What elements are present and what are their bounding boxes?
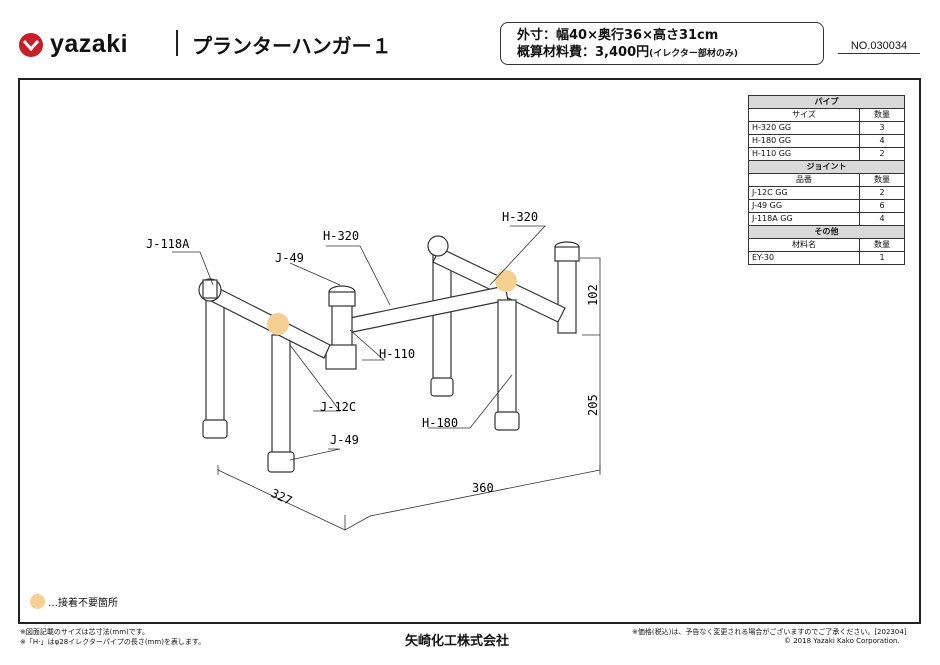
footer-note-size: ※図面記載のサイズは芯寸法(mm)です。 bbox=[20, 628, 150, 636]
glue-free-joint-right bbox=[495, 270, 517, 292]
brand-name: yazaki bbox=[50, 30, 129, 58]
joint-center-bottom bbox=[325, 344, 357, 370]
joint-back-right-top bbox=[554, 246, 580, 262]
label-h320-left: H-320 bbox=[323, 229, 359, 243]
cap-j49-front-right bbox=[494, 411, 520, 431]
yazaki-logo: yazaki bbox=[18, 30, 128, 59]
copyright: © 2018 Yazaki Kako Corporation. bbox=[784, 637, 900, 645]
material-cost-value: 概算材料費：3,400円 bbox=[517, 45, 650, 60]
joint-j118a-front-body bbox=[202, 279, 218, 299]
pipe-h110-back-right bbox=[557, 254, 577, 334]
drawing-frame bbox=[18, 78, 921, 624]
table-column-header: 品番数量 bbox=[748, 173, 905, 187]
cap-j49-front-left bbox=[202, 419, 228, 439]
joint-j49-top bbox=[328, 291, 356, 307]
label-j49-top: J-49 bbox=[275, 251, 304, 265]
header-separator bbox=[176, 30, 178, 56]
legend: …接着不要箇所 bbox=[30, 594, 118, 609]
dimension-leg-height: 205 bbox=[586, 394, 600, 416]
section-pipe-header: パイプ bbox=[748, 95, 905, 109]
label-h110: H-110 bbox=[379, 347, 415, 361]
footer-note-price: ※価格(税込)は、予告なく変更される場合がございますのでご了承ください。[202… bbox=[632, 628, 907, 636]
yazaki-logo-icon bbox=[19, 32, 43, 57]
pipe-h320-middle bbox=[339, 285, 509, 335]
glue-free-joint-left bbox=[267, 313, 289, 335]
section-joint-header: ジョイント bbox=[748, 160, 905, 174]
spec-box: 外寸：幅40×奥行36×高さ31cm 概算材料費：3,400円(イレクター部材の… bbox=[500, 22, 824, 65]
material-cost: 概算材料費：3,400円(イレクター部材のみ) bbox=[517, 44, 807, 63]
pipe-h180-front-right bbox=[497, 299, 517, 419]
glue-free-marker-icon bbox=[30, 594, 45, 609]
footer-note-pipe: ※「H-」はφ28イレクターパイプの長さ(mm)を表します。 bbox=[20, 638, 206, 646]
document-number: NO.030034 bbox=[838, 40, 920, 54]
pipe-h180-back-left bbox=[432, 254, 452, 386]
legend-text: …接着不要箇所 bbox=[48, 598, 118, 609]
page-title: プランターハンガー１ bbox=[192, 34, 392, 58]
label-h320-right: H-320 bbox=[502, 210, 538, 224]
cap-j49-bottom bbox=[267, 451, 295, 473]
company-name: 矢崎化工株式会社 bbox=[405, 634, 510, 649]
cap-j49-back-left bbox=[430, 377, 454, 397]
label-j12c: J-12C bbox=[320, 400, 356, 414]
dimension-width: 360 bbox=[472, 481, 494, 495]
outer-dimensions: 外寸：幅40×奥行36×高さ31cm bbox=[517, 28, 719, 43]
label-j49-bottom: J-49 bbox=[330, 433, 359, 447]
dimension-top-height: 102 bbox=[586, 284, 600, 306]
label-h180: H-180 bbox=[422, 416, 458, 430]
material-cost-note: (イレクター部材のみ) bbox=[649, 49, 738, 59]
pipe-h180-front-mid bbox=[271, 334, 291, 458]
pipe-h180-front-left bbox=[205, 299, 225, 423]
label-j118a: J-118A bbox=[146, 237, 190, 251]
joint-j118a-back-left bbox=[427, 235, 449, 257]
